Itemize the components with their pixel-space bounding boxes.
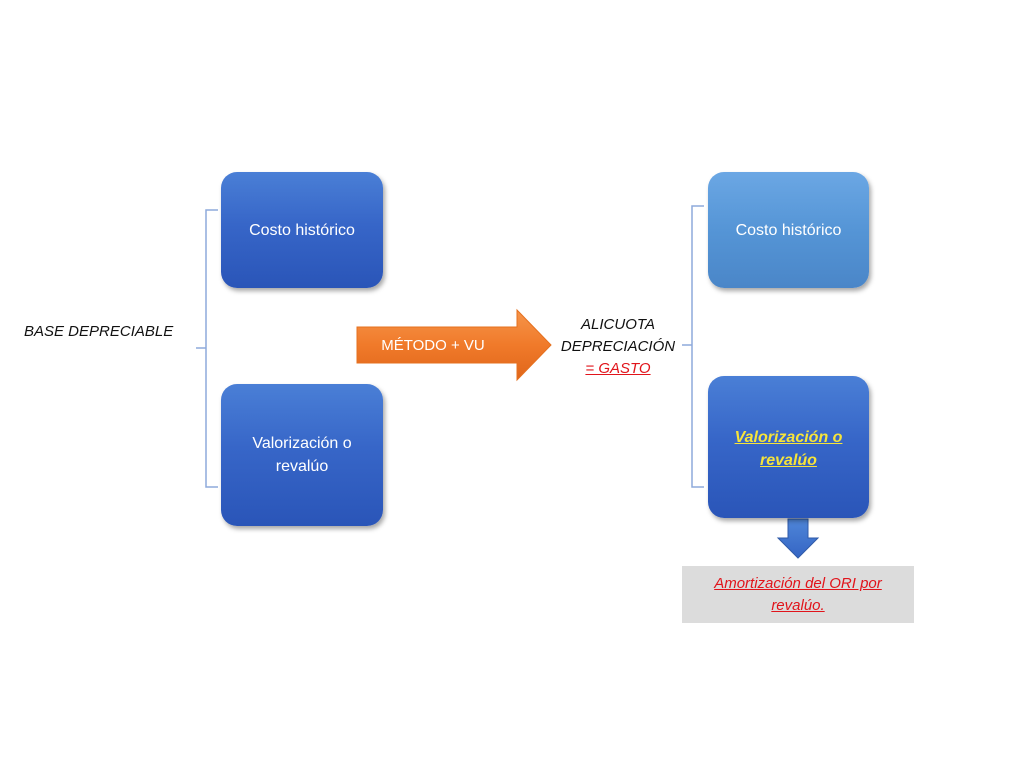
right-bracket: [682, 205, 704, 488]
ori-amortization-text: Amortización del ORI por revalúo.: [714, 574, 882, 614]
left-historical-cost-text: Costo histórico: [249, 221, 355, 239]
left-historical-cost-box: Costo histórico: [221, 172, 383, 288]
right-revaluation-text: Valorización o revalúo: [734, 429, 843, 469]
right-historical-cost-text: Costo histórico: [735, 221, 842, 239]
base-depreciable-label: BASE DEPRECIABLE: [24, 323, 174, 340]
method-arrow-label: MÉTODO + VU: [381, 337, 485, 354]
left-revaluation-text: Valorización o revalúo: [252, 435, 352, 475]
alicuota-label: ALICUOTA DEPRECIACIÓN = GASTO: [548, 314, 688, 380]
left-bracket: [196, 209, 218, 488]
down-arrow: [776, 518, 820, 559]
right-historical-cost-box: Costo histórico: [708, 172, 869, 288]
right-revaluation-box: Valorización o revalúo: [708, 376, 869, 518]
method-arrow: [356, 308, 552, 382]
left-revaluation-box: Valorización o revalúo: [221, 384, 383, 526]
alicuota-line1: ALICUOTA: [581, 316, 655, 333]
alicuota-line2: DEPRECIACIÓN: [560, 338, 676, 355]
ori-amortization-note: Amortización del ORI por revalúo.: [682, 566, 914, 623]
gasto-text: = GASTO: [585, 360, 651, 377]
